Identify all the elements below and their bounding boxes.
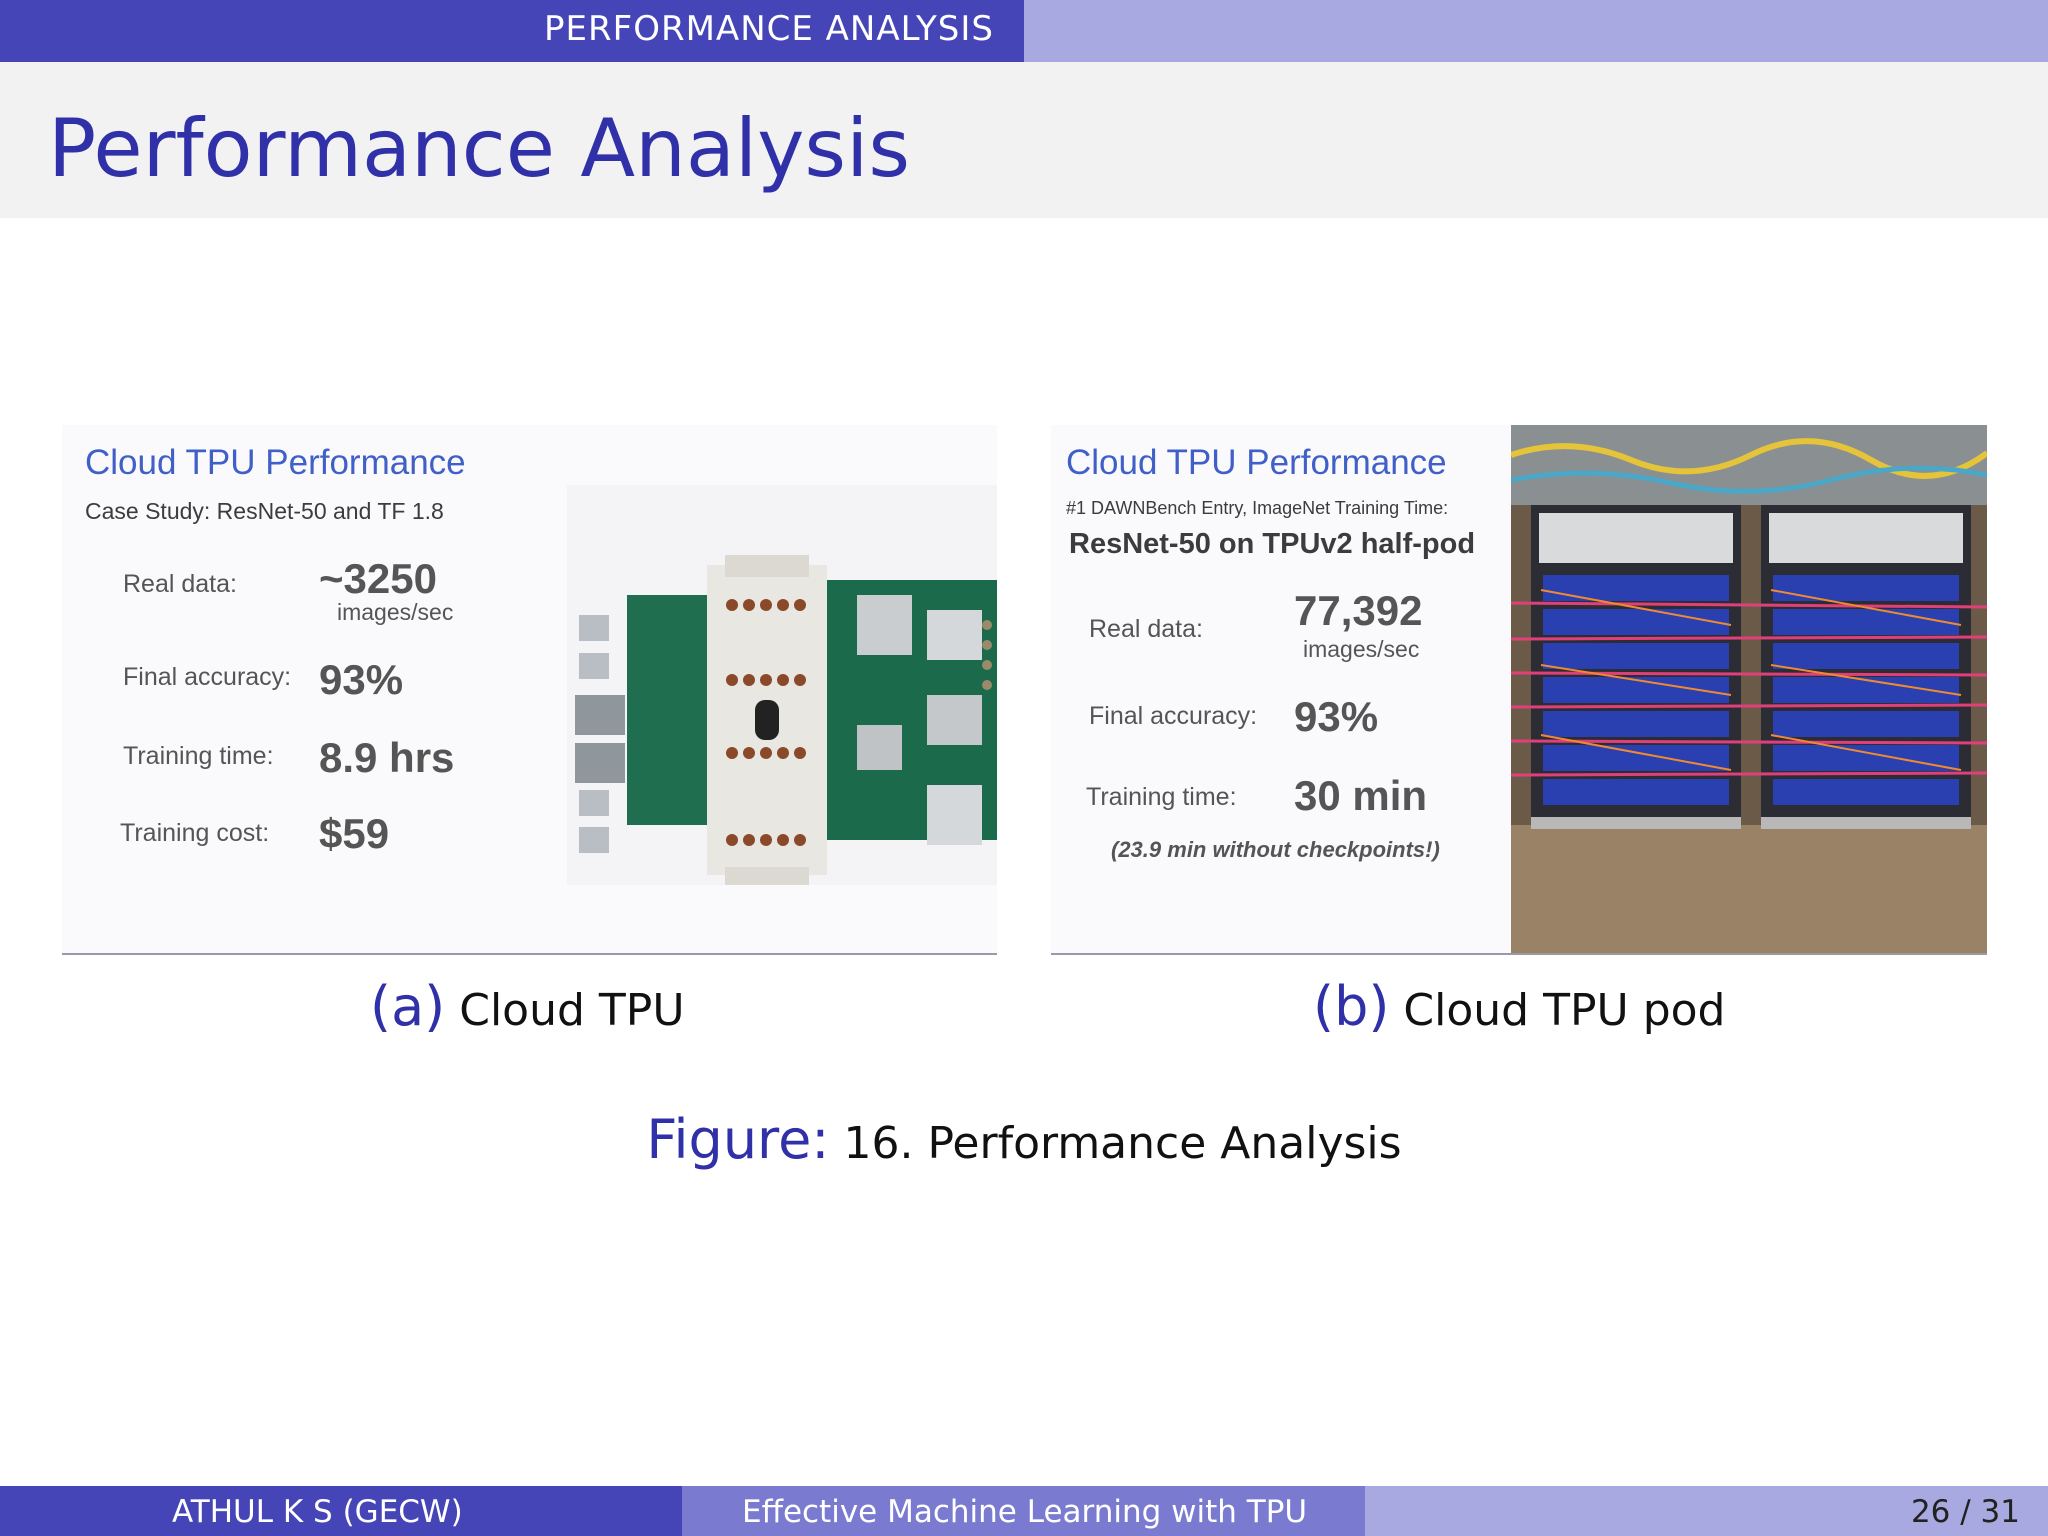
title-bar — [0, 62, 2048, 218]
footer-title-section: Effective Machine Learning with TPU — [682, 1486, 1365, 1536]
metric-value: 8.9 hrs — [319, 734, 455, 781]
figure-caption: Figure: 16. Performance Analysis — [0, 1108, 2048, 1171]
panel-cloud-tpu-pod: Cloud TPU Performance #1 DAWNBench Entry… — [1051, 425, 1987, 955]
caption-b: (b) Cloud TPU pod — [1313, 975, 1725, 1038]
panel-cloud-tpu: Cloud TPU Performance Case Study: ResNet… — [62, 425, 997, 955]
metric-value: $59 — [319, 810, 390, 857]
top-bar-left-section: PERFORMANCE ANALYSIS — [0, 0, 1024, 62]
metric-label: Training cost: — [120, 819, 270, 847]
metric-label: Training time: — [123, 742, 274, 770]
page-number[interactable]: 26 / 31 — [1910, 1494, 2020, 1530]
footer-author-section: ATHUL K S (GECW) — [0, 1486, 682, 1536]
metric-label: Final accuracy: — [1089, 702, 1258, 730]
metric-value: 77,392 — [1294, 587, 1423, 634]
footer-author[interactable]: ATHUL K S (GECW) — [172, 1494, 463, 1530]
metric-value: 93% — [1294, 693, 1379, 740]
metric-label: Real data: — [1089, 615, 1203, 643]
section-label[interactable]: PERFORMANCE ANALYSIS — [544, 9, 994, 49]
metric-value: 30 min — [1294, 772, 1428, 819]
caption-a-tag: (a) — [370, 975, 446, 1038]
metric-label: Final accuracy: — [123, 663, 292, 691]
metric-value: 93% — [319, 656, 404, 703]
top-bar-right-section — [1024, 0, 2048, 62]
caption-b-text: Cloud TPU pod — [1403, 985, 1726, 1036]
page-title: Performance Analysis — [48, 102, 910, 195]
figure-label: Figure: — [646, 1108, 830, 1171]
caption-a-text: Cloud TPU — [459, 985, 685, 1036]
footer-page-section: 26 / 31 — [1365, 1486, 2048, 1536]
checkpoint-note: (23.9 min without checkpoints!) — [1111, 837, 1440, 862]
panel-b-headline: ResNet-50 on TPUv2 half-pod — [1069, 528, 1476, 560]
footer-bar: ATHUL K S (GECW) Effective Machine Learn… — [0, 1486, 2048, 1536]
metric-label: Real data: — [123, 570, 237, 598]
caption-a: (a) Cloud TPU — [370, 975, 685, 1038]
top-navigation-bar: PERFORMANCE ANALYSIS — [0, 0, 2048, 62]
tpu-pod-rack-photo — [1511, 425, 1987, 953]
panel-b-subtitle: #1 DAWNBench Entry, ImageNet Training Ti… — [1066, 498, 1449, 518]
metric-unit: images/sec — [337, 599, 454, 625]
metric-label: Training time: — [1086, 783, 1237, 811]
caption-b-tag: (b) — [1313, 975, 1390, 1038]
tpu-board-photo — [567, 485, 997, 885]
panel-a-subtitle: Case Study: ResNet-50 and TF 1.8 — [85, 498, 444, 524]
figure-text: 16. Performance Analysis — [843, 1118, 1402, 1169]
footer-talk-title[interactable]: Effective Machine Learning with TPU — [742, 1494, 1308, 1530]
metric-unit: images/sec — [1303, 636, 1420, 662]
panel-a-title: Cloud TPU Performance — [85, 443, 466, 482]
metric-value: ~3250 — [319, 555, 437, 602]
panel-b-title: Cloud TPU Performance — [1066, 443, 1447, 482]
